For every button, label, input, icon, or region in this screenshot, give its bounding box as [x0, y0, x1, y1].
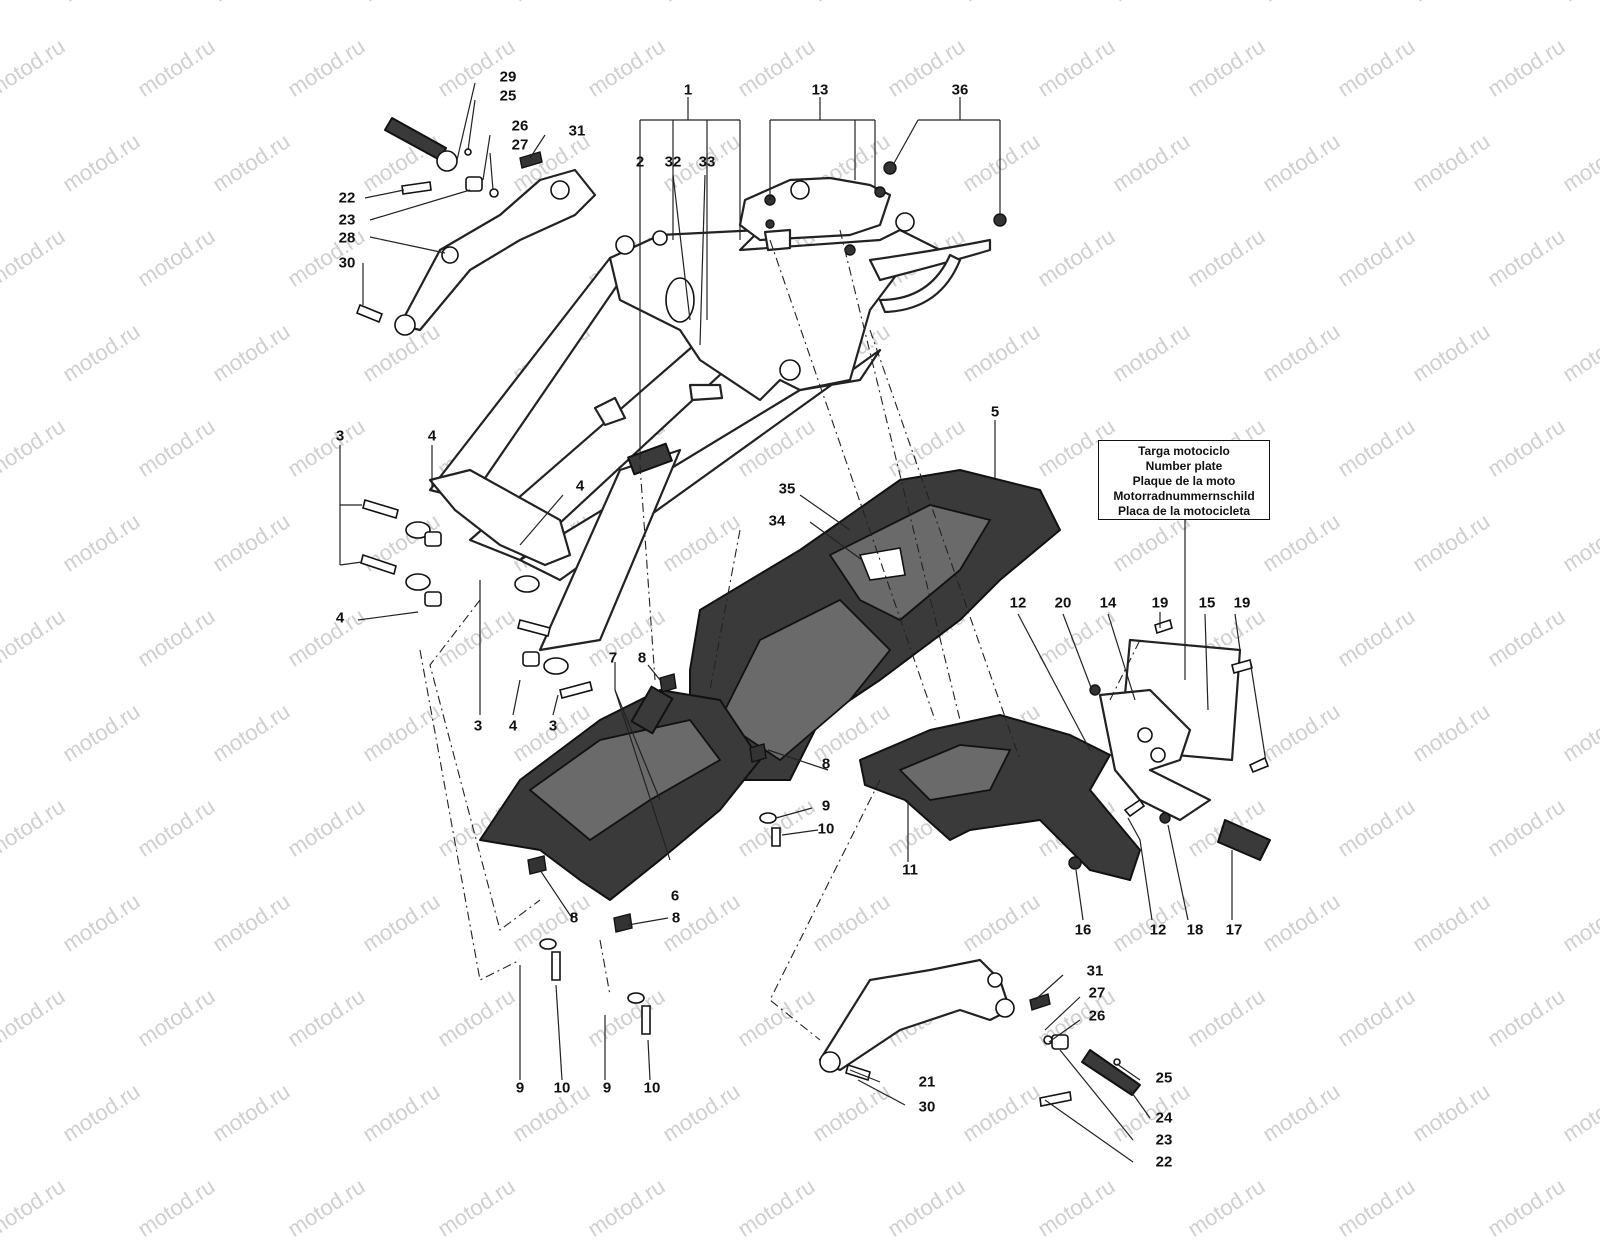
callout-13: 13 — [811, 81, 829, 99]
callout-31: 31 — [1086, 962, 1104, 980]
callout-10: 10 — [553, 1079, 571, 1097]
rear-subframe — [360, 176, 992, 699]
plate-label-it: Targa motociclo — [1138, 444, 1230, 458]
callout-7: 7 — [608, 649, 618, 667]
callout-35: 35 — [778, 480, 796, 498]
callout-9: 9 — [515, 1079, 525, 1097]
callout-25: 25 — [1155, 1069, 1173, 1087]
callout-36: 36 — [951, 81, 969, 99]
rear-fender — [859, 714, 1141, 881]
callout-33: 33 — [698, 153, 716, 171]
callout-19: 19 — [1151, 594, 1169, 612]
callout-4: 4 — [427, 427, 437, 445]
callout-8: 8 — [569, 909, 579, 927]
callout-24: 24 — [1155, 1109, 1173, 1127]
callout-9: 9 — [821, 797, 831, 815]
callout-17: 17 — [1225, 921, 1243, 939]
callout-5: 5 — [990, 403, 1000, 421]
callout-32: 32 — [664, 153, 682, 171]
plate-label-en: Number plate — [1145, 459, 1223, 473]
plate-label-de: Motorradnummernschild — [1113, 489, 1255, 503]
rear-undertray — [689, 469, 1061, 781]
bottom-fasteners — [527, 161, 1007, 1035]
number-plate-assembly — [1068, 618, 1271, 870]
callout-22: 22 — [338, 189, 356, 207]
callout-8: 8 — [637, 649, 647, 667]
callout-11: 11 — [902, 861, 918, 879]
callout-30: 30 — [338, 254, 356, 272]
number-plate-legend: Targa motociclo Number plate Plaque de l… — [1098, 440, 1270, 520]
callout-9: 9 — [602, 1079, 612, 1097]
assembly-lines — [419, 229, 1141, 1041]
callout-27: 27 — [1088, 984, 1106, 1002]
callout-31: 31 — [568, 122, 586, 140]
callout-4: 4 — [335, 609, 345, 627]
front-undertray — [479, 685, 761, 901]
callout-1: 1 — [683, 81, 693, 99]
callout-28: 28 — [338, 229, 356, 247]
callout-22: 22 — [1155, 1153, 1173, 1171]
callout-26: 26 — [511, 117, 529, 135]
callout-6: 6 — [670, 887, 680, 905]
plate-label-fr: Plaque de la moto — [1132, 474, 1236, 488]
callout-16: 16 — [1074, 921, 1092, 939]
callout-3: 3 — [335, 427, 345, 445]
callout-8: 8 — [671, 909, 681, 927]
callout-30: 30 — [918, 1098, 936, 1116]
callout-3: 3 — [548, 717, 558, 735]
callout-27: 27 — [511, 136, 529, 154]
callout-10: 10 — [643, 1079, 661, 1097]
callout-12: 12 — [1149, 921, 1167, 939]
callout-21: 21 — [918, 1073, 936, 1091]
plate-label-es: Placa de la motocicleta — [1117, 504, 1251, 518]
callout-23: 23 — [1155, 1131, 1173, 1149]
callout-23: 23 — [338, 211, 356, 229]
callout-20: 20 — [1054, 594, 1072, 612]
callout-8: 8 — [821, 755, 831, 773]
exploded-parts-diagram — [339, 82, 1271, 1163]
callout-4: 4 — [508, 717, 518, 735]
callout-14: 14 — [1099, 594, 1117, 612]
callout-10: 10 — [817, 820, 835, 838]
callout-25: 25 — [499, 87, 517, 105]
left-footpeg-bracket — [355, 117, 597, 336]
callout-29: 29 — [499, 68, 517, 86]
callout-12: 12 — [1009, 594, 1027, 612]
callout-3: 3 — [473, 717, 483, 735]
callout-34: 34 — [768, 512, 786, 530]
leader-lines — [339, 82, 1267, 1163]
callout-2: 2 — [635, 153, 645, 171]
callout-18: 18 — [1186, 921, 1204, 939]
callout-26: 26 — [1088, 1007, 1106, 1025]
right-footpeg-bracket — [818, 958, 1141, 1107]
callout-4: 4 — [575, 477, 585, 495]
callout-19: 19 — [1233, 594, 1251, 612]
callout-15: 15 — [1198, 594, 1216, 612]
